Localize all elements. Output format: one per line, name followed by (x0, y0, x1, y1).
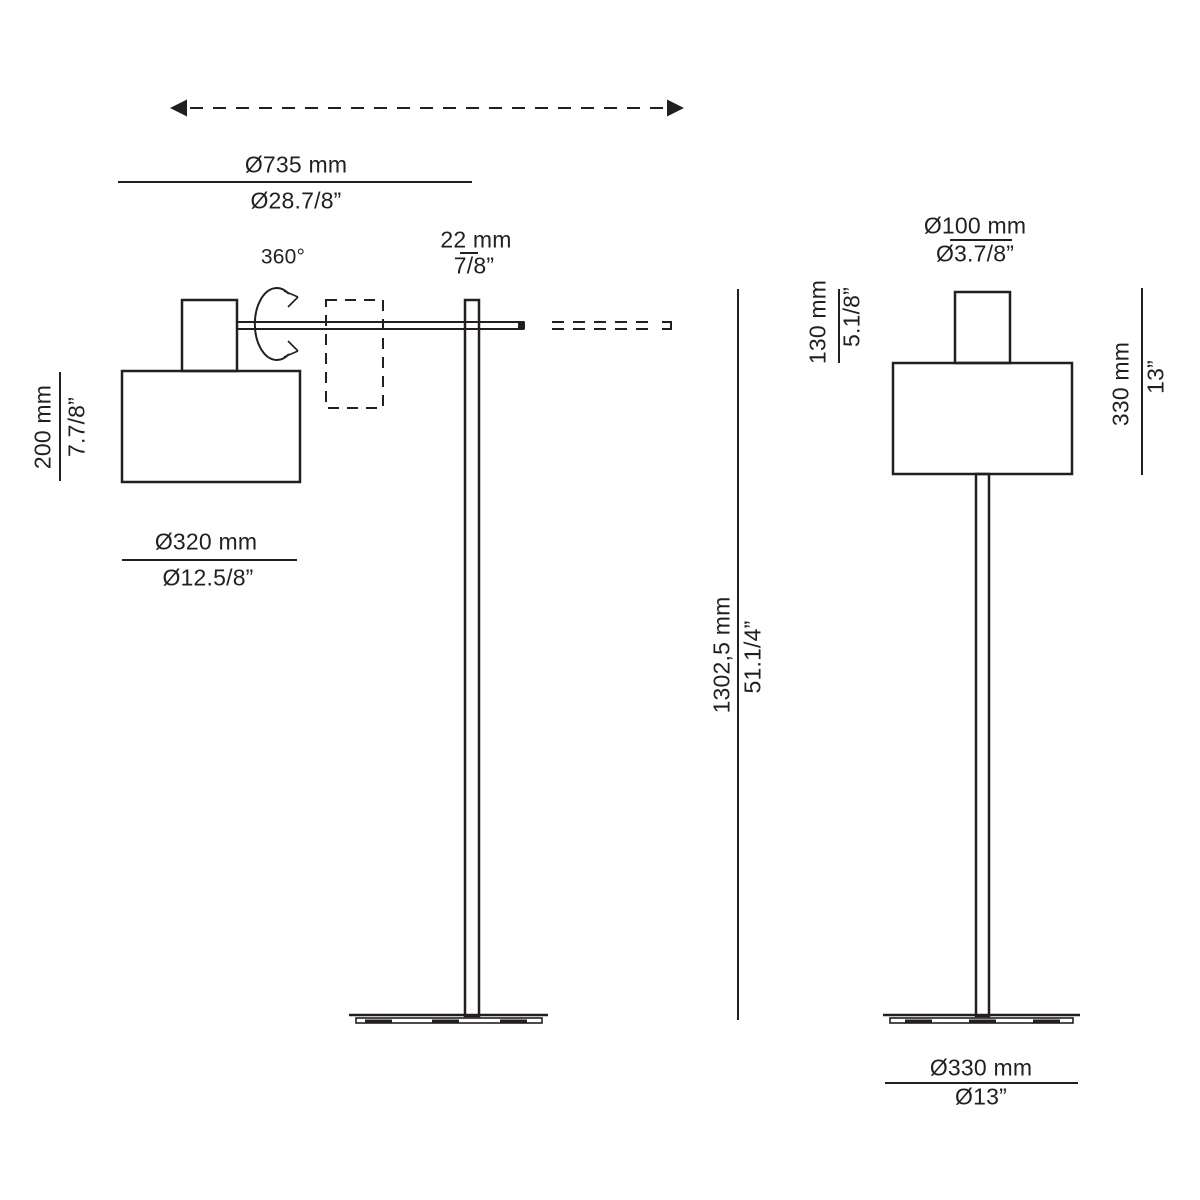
total-height-mm-label: 1302,5 mm (708, 596, 735, 714)
shade-height-mm-label: 200 mm (29, 384, 56, 470)
front-lamp-shade (891, 361, 1074, 476)
side-lamp-shade (120, 369, 302, 484)
front-base-foot (1033, 1019, 1060, 1023)
head-top-height-inch-label: 5.1/8” (838, 286, 865, 348)
rotation-arc-arrow-bottom-icon (283, 340, 299, 358)
total-height-inch-label: 51.1/4” (739, 620, 766, 694)
side-base-plate (355, 1017, 543, 1024)
head-height-mm-label: 330 mm (1107, 341, 1134, 427)
head-top-height-mm-label: 130 mm (804, 279, 831, 365)
rotation-arc-arrow-top-icon (283, 290, 299, 308)
side-base-foot (432, 1019, 459, 1023)
alternate-head-position-dashed-box (325, 299, 384, 409)
side-base-foot (500, 1019, 527, 1023)
side-base-foot (365, 1019, 392, 1023)
front-pole (974, 472, 991, 1018)
swivel-span-arrow (170, 99, 684, 117)
side-arm-end-tick (518, 321, 525, 330)
side-head-top-cylinder (180, 298, 239, 373)
front-base-plate (889, 1017, 1074, 1024)
shade-diameter-mm-label: Ø320 mm (154, 528, 258, 555)
base-diameter-mm-label: Ø330 mm (929, 1054, 1033, 1081)
arrowhead-right-icon (667, 99, 684, 117)
span-inch-label: Ø28.7/8” (250, 187, 342, 214)
arrowhead-left-icon (170, 99, 187, 117)
span-mm-label: Ø735 mm (244, 151, 348, 178)
head-height-inch-label: 13” (1142, 360, 1169, 394)
side-pole (463, 298, 481, 1018)
front-base-foot (905, 1019, 932, 1023)
swivel-angle-label: 360° (260, 245, 306, 269)
base-diameter-inch-label: Ø13” (955, 1083, 1007, 1110)
shade-height-inch-label: 7.7/8” (63, 396, 90, 458)
arm-thickness-inch-label: 7/8” (453, 252, 495, 279)
head-top-diameter-mm-label: Ø100 mm (923, 212, 1027, 239)
front-view (737, 239, 1143, 1084)
side-view (59, 181, 672, 1024)
arm-extension-end-bracket (662, 321, 672, 330)
front-head-top-cylinder (953, 290, 1012, 365)
rotation-arc-icon (253, 287, 290, 361)
arm-thickness-mm-label: 22 mm (440, 226, 512, 253)
shade-diameter-inch-label: Ø12.5/8” (162, 564, 254, 591)
front-base-foot (969, 1019, 996, 1023)
head-top-diameter-inch-label: Ø3.7/8” (935, 240, 1015, 267)
